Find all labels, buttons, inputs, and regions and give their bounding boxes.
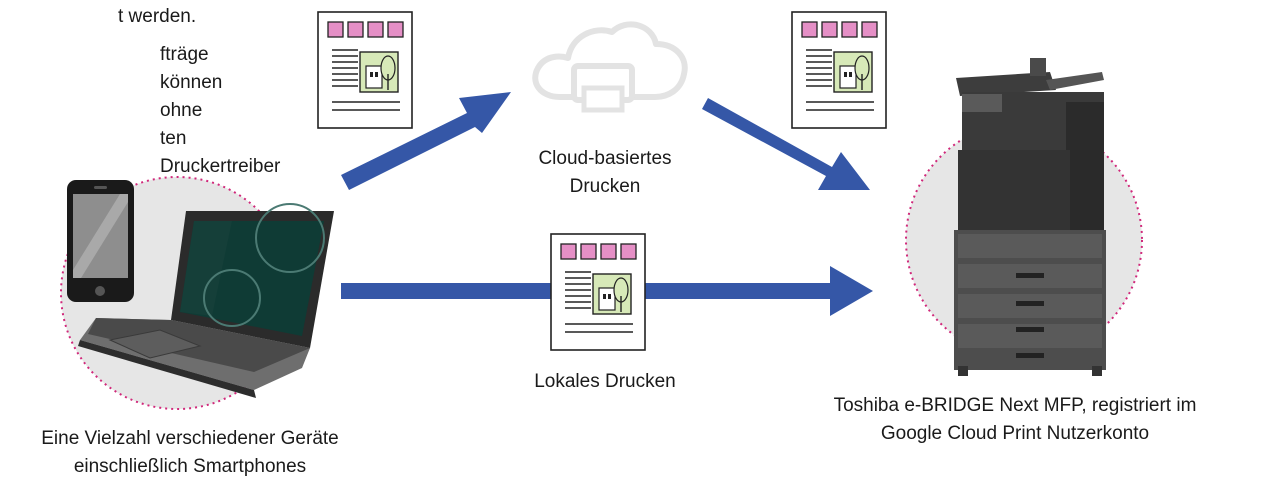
intro-para2-line1: fträge können ohne <box>160 44 223 121</box>
mfp-printer-icon <box>954 58 1106 376</box>
cloud-print-icon <box>532 21 688 113</box>
document-icon-download <box>791 11 887 129</box>
cloud-up-arrow <box>341 92 511 190</box>
local-label: Lokales Drucken <box>534 371 676 392</box>
intro-line-1: t werden. <box>118 6 197 27</box>
mfp-label-line1: Toshiba e-BRIDGE Next MFP, registriert i… <box>833 395 1197 416</box>
devices-label-line2: einschließlich Smartphones <box>73 456 307 477</box>
cloud-label-line1: Cloud-basiertes <box>538 148 672 169</box>
cloud-down-arrow <box>702 98 870 190</box>
document-icon-upload <box>317 11 413 129</box>
laptop-icon <box>78 203 334 398</box>
mfp-label-line2: Google Cloud Print Nutzerkonto <box>880 423 1150 444</box>
intro-para2-line2: ten Druckertreiber <box>160 128 281 177</box>
cloud-label-line2: Drucken <box>569 176 641 197</box>
devices-label: Eine Vielzahl verschiedener Geräte einsc… <box>20 425 360 481</box>
mfp-circle-dots <box>905 121 1143 359</box>
document-icon-local <box>550 233 646 351</box>
mfp-label: Toshiba e-BRIDGE Next MFP, registriert i… <box>795 392 1235 448</box>
cloud-printing-label: Cloud-basiertes Drucken <box>500 145 710 201</box>
smartphone-icon <box>67 180 134 302</box>
local-printing-label: Lokales Drucken <box>495 368 715 396</box>
devices-label-line1: Eine Vielzahl verschiedener Geräte <box>41 428 339 449</box>
